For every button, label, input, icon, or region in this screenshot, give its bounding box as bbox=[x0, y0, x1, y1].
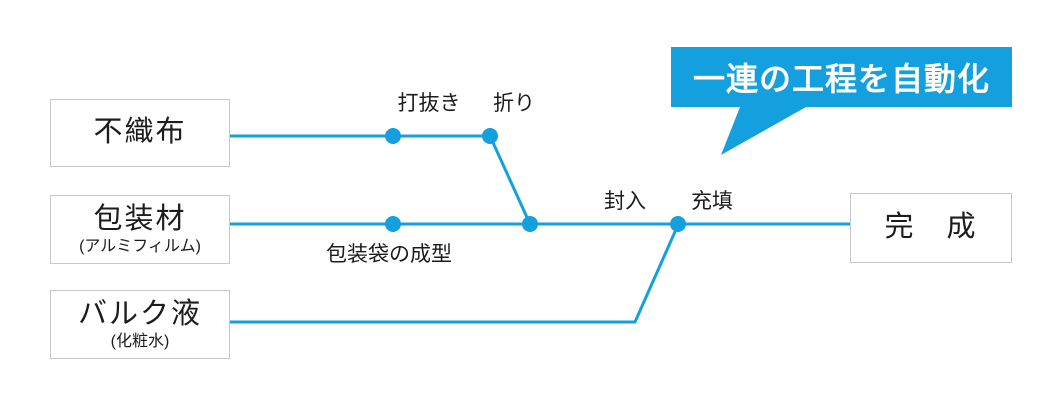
node-packaging-material: 包装材 (アルミフィルム) bbox=[50, 195, 230, 264]
flow-line-bulk bbox=[230, 224, 680, 324]
dot-sealing-junction bbox=[522, 216, 538, 232]
callout-tail bbox=[721, 107, 806, 155]
flow-line-nonwoven bbox=[230, 134, 532, 225]
node-packaging-title: 包装材 bbox=[93, 202, 187, 235]
node-finished-title: 完 成 bbox=[884, 211, 978, 244]
step-label-punching: 打抜き bbox=[397, 92, 461, 115]
node-nonwoven-fabric: 不織布 bbox=[50, 99, 230, 167]
step-label-sealing: 封入 bbox=[604, 190, 646, 213]
step-label-folding: 折り bbox=[493, 92, 535, 115]
node-nonwoven-title: 不織布 bbox=[93, 116, 187, 149]
step-label-bag-forming: 包装袋の成型 bbox=[326, 243, 452, 266]
node-bulk-subtitle: (化粧水) bbox=[110, 332, 170, 350]
dot-folding bbox=[482, 128, 498, 144]
dot-bag-forming bbox=[385, 216, 401, 232]
node-packaging-subtitle: (アルミフィルム) bbox=[79, 237, 201, 255]
node-finished: 完 成 bbox=[850, 193, 1012, 263]
callout-banner: 一連の工程を自動化 bbox=[671, 47, 1012, 107]
step-label-filling: 充填 bbox=[691, 190, 733, 213]
dot-punching bbox=[385, 128, 401, 144]
callout-label: 一連の工程を自動化 bbox=[692, 61, 990, 97]
dot-filling-junction bbox=[670, 216, 686, 232]
node-bulk-title: バルク液 bbox=[77, 297, 202, 330]
node-bulk-liquid: バルク液 (化粧水) bbox=[50, 290, 230, 359]
